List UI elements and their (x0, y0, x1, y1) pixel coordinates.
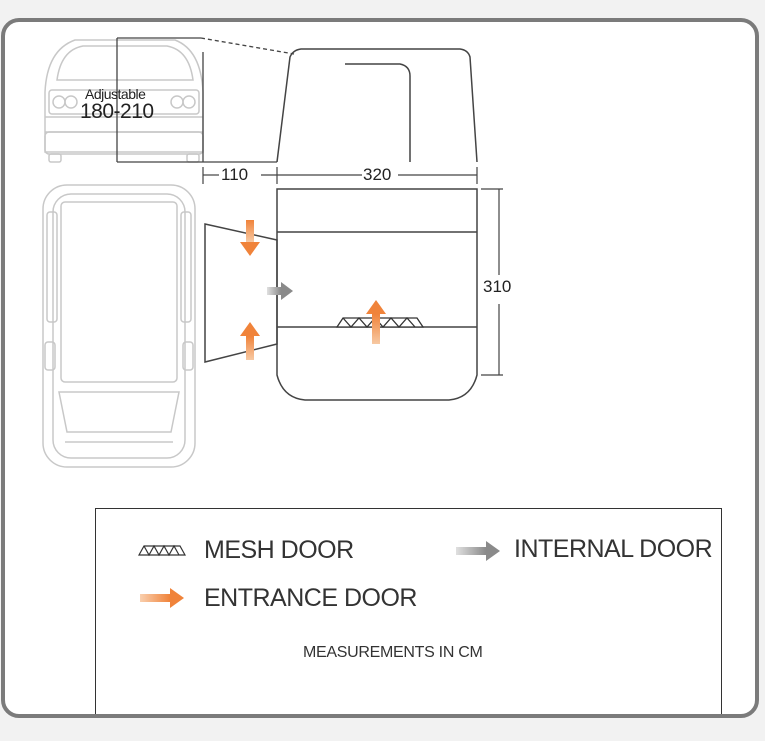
dimension-depth: 310 (483, 277, 512, 296)
entrance-arrow-mesh (366, 300, 386, 344)
legend-mesh-door: MESH DOOR (204, 536, 354, 564)
diagram-frame: Adjustable 180-210 110 320 310 MESH DOOR… (1, 18, 759, 718)
internal-door-arrow (267, 282, 293, 300)
legend-entrance-door: ENTRANCE DOOR (204, 584, 417, 612)
dimension-width-side: 110 (221, 165, 249, 184)
entrance-arrow-top (240, 220, 260, 256)
entrance-arrow-bottom (240, 322, 260, 360)
dimension-width-main: 320 (363, 165, 392, 184)
dimension-lines (202, 167, 503, 376)
measurements-note: MEASUREMENTS IN CM (303, 644, 483, 661)
grey-arrow-icon (456, 541, 500, 561)
legend-internal-door: INTERNAL DOOR (514, 535, 713, 563)
legend-box: MESH DOOR INTERNAL DOOR ENTRANCE DOOR ME… (95, 508, 722, 714)
van-label-adjustable: Adjustable (85, 86, 146, 102)
van-label-height: 180-210 (80, 100, 154, 123)
van-top-view (42, 184, 196, 468)
tent-side-view (276, 48, 478, 163)
mesh-door-icon (138, 544, 186, 557)
connection-lines (116, 37, 295, 163)
orange-arrow-icon (140, 588, 184, 608)
floorplan-diagram (42, 37, 503, 468)
tent-floorplan (204, 188, 478, 401)
